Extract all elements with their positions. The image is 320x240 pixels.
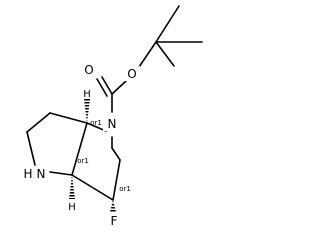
amine-to-bottom-fusion-bond xyxy=(49,171,73,176)
tbutyl-methyl-lower-bond xyxy=(155,41,175,67)
bottom-fusion-hash-wedge xyxy=(69,175,75,199)
fluoro-hash-wedge xyxy=(110,200,116,212)
carbonyl-oxygen-label: O xyxy=(84,63,93,77)
ch2-to-fluoro-carbon-bond xyxy=(112,159,121,201)
top-fusion-to-ch2-bond xyxy=(49,112,88,124)
ch2-to-amine-bond xyxy=(26,131,36,166)
amine-nitrogen-label: N xyxy=(37,167,46,181)
fluorine-label: F xyxy=(111,214,118,228)
tbutyl-methyl-top-bond xyxy=(155,5,180,43)
bottom-fusion-stereo-label: or1 xyxy=(77,157,89,165)
fluorine-bg xyxy=(108,213,120,228)
ester-oxygen-bg xyxy=(124,66,140,81)
carbonyl-oxygen-bg xyxy=(81,62,97,77)
top-fusion-hydrogen-label: H xyxy=(83,89,91,100)
fluoro-carbon-stereo-label: or1 xyxy=(119,185,131,193)
carbonyl-double-bond-1 xyxy=(101,76,113,95)
top-fusion-stereo-label: or1 xyxy=(90,119,102,127)
top-fusion-hash-wedge xyxy=(84,99,90,123)
amine-hydrogen-label: H xyxy=(23,167,32,181)
ester-oxygen-label: O xyxy=(127,67,136,81)
ring-fusion-bond xyxy=(71,122,88,176)
nitrogen-to-top-fusion-bond xyxy=(86,122,107,132)
carbamate-nitrogen-bg xyxy=(103,115,120,131)
nitrogen-to-ch2-bond-b xyxy=(111,147,121,161)
tbutyl-to-oxygen-bond xyxy=(138,41,157,68)
bottom-fusion-hydrogen-label: H xyxy=(68,202,76,213)
fluoro-carbon-to-bottom-fusion-bond xyxy=(71,174,114,201)
ch2-ch2-bond xyxy=(26,112,51,133)
carbonyl-double-bond-2 xyxy=(96,78,108,97)
amine-bg xyxy=(13,166,49,182)
oxygen-to-carbonyl-bond xyxy=(111,80,127,95)
carbamate-nitrogen-label: N xyxy=(108,117,117,131)
molecular-structure-diagram: O O N H N F H H or1 or1 or1 xyxy=(13,5,203,228)
